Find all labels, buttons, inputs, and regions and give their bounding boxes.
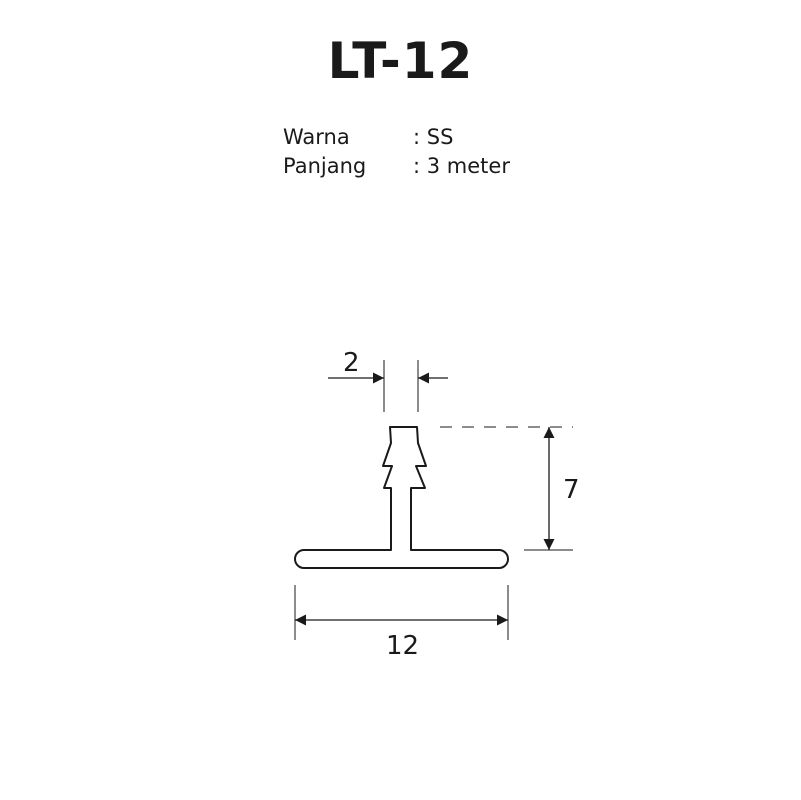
spec-value: : SS bbox=[413, 125, 453, 149]
spec-value: : 3 meter bbox=[413, 154, 510, 178]
spec-row-length: Panjang : 3 meter bbox=[283, 151, 510, 180]
spec-label: Panjang bbox=[283, 153, 367, 178]
dimension-stem-width: 2 bbox=[328, 348, 448, 412]
t-profile-outline bbox=[294, 426, 509, 569]
spec-label: Warna bbox=[283, 124, 350, 149]
spec-separator: : bbox=[413, 124, 421, 149]
dimension-base-width: 12 bbox=[294, 585, 509, 661]
spec-value-text: 3 meter bbox=[426, 153, 510, 178]
spec-list: Warna : SS Panjang : 3 meter bbox=[283, 122, 510, 180]
product-title: LT-12 bbox=[327, 32, 474, 90]
spec-value-text: SS bbox=[426, 124, 454, 149]
spec-separator: : bbox=[413, 153, 421, 178]
dimension-height: 7 bbox=[440, 426, 580, 551]
dimension-label-base-width: 12 bbox=[386, 631, 419, 661]
dimension-label-height: 7 bbox=[563, 475, 580, 505]
spec-row-color: Warna : SS bbox=[283, 122, 510, 151]
dimension-label-stem-width: 2 bbox=[343, 348, 360, 378]
